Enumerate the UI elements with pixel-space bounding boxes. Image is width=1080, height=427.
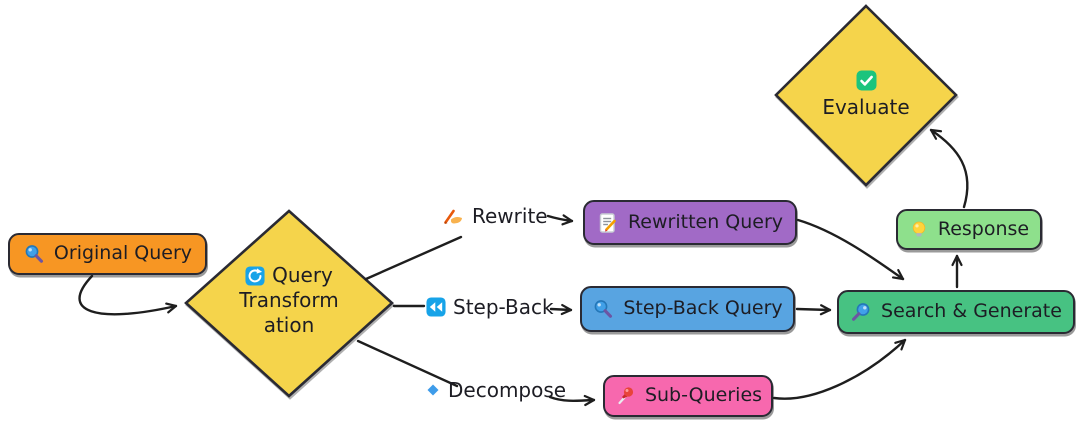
node-step-back-query: Step-Back Query [580, 286, 795, 332]
diamond-label-line: Transform [239, 288, 339, 312]
node-search-and-generate: Search & Generate [837, 290, 1075, 334]
edge-label-text: Step-Back [453, 295, 554, 319]
light-bulb-icon [912, 221, 926, 237]
node-original-query: Original Query [8, 233, 207, 275]
evaluate-diamond-shape [774, 4, 958, 187]
query-transformation-diamond-shape [184, 209, 394, 398]
edge-label-text: Decompose [448, 378, 567, 402]
diamond-label-line: ation [263, 313, 315, 337]
edge-label-decompose: Decompose [425, 378, 566, 402]
diamond-label-line: Evaluate [822, 95, 910, 119]
node-label: Search & Generate [881, 300, 1062, 322]
node-sub-queries: Sub-Queries [603, 375, 773, 417]
edge-label-step-back: Step-Back [426, 295, 554, 319]
node-response: Response [896, 209, 1042, 250]
check-mark-icon [856, 70, 876, 91]
node-label: Step-Back Query [623, 297, 783, 319]
node-query-transformation: Query Transform ation [214, 263, 364, 338]
search-icon [852, 303, 870, 321]
edge-rewritten-to-search [796, 218, 905, 281]
small-blue-diamond-icon [427, 384, 439, 396]
node-rewritten-query: Rewritten Query [583, 200, 797, 245]
edge-original-to-transformation [78, 274, 178, 316]
search-icon [25, 245, 43, 263]
edge-transformation-to-decompose-label [356, 339, 459, 388]
writing-hand-icon [444, 209, 462, 224]
pushpin-icon [618, 387, 634, 405]
edge-stepback-to-search [795, 304, 832, 316]
diamond-label-line: Query [272, 263, 333, 287]
edge-stepback-label-to-stepback-query [549, 303, 573, 316]
edge-response-to-evaluate [929, 128, 969, 209]
edge-rewrite-label-to-rewritten-query [546, 214, 574, 226]
node-label: Response [937, 217, 1030, 240]
edge-decompose-label-to-sub-queries [548, 394, 596, 407]
memo-icon [599, 212, 616, 233]
node-label: Original Query [53, 242, 193, 264]
edge-label-text: Rewrite [472, 204, 548, 228]
rewind-icon [426, 297, 446, 317]
node-label: Sub-Queries [644, 384, 763, 406]
edge-label-rewrite: Rewrite [441, 204, 548, 228]
edge-subqueries-to-search [772, 338, 907, 400]
refresh-icon [245, 265, 265, 286]
search-icon [594, 300, 613, 318]
node-evaluate: Evaluate [796, 70, 936, 120]
node-label: Rewritten Query [627, 210, 784, 233]
edge-transformation-to-rewrite-label [364, 235, 463, 281]
